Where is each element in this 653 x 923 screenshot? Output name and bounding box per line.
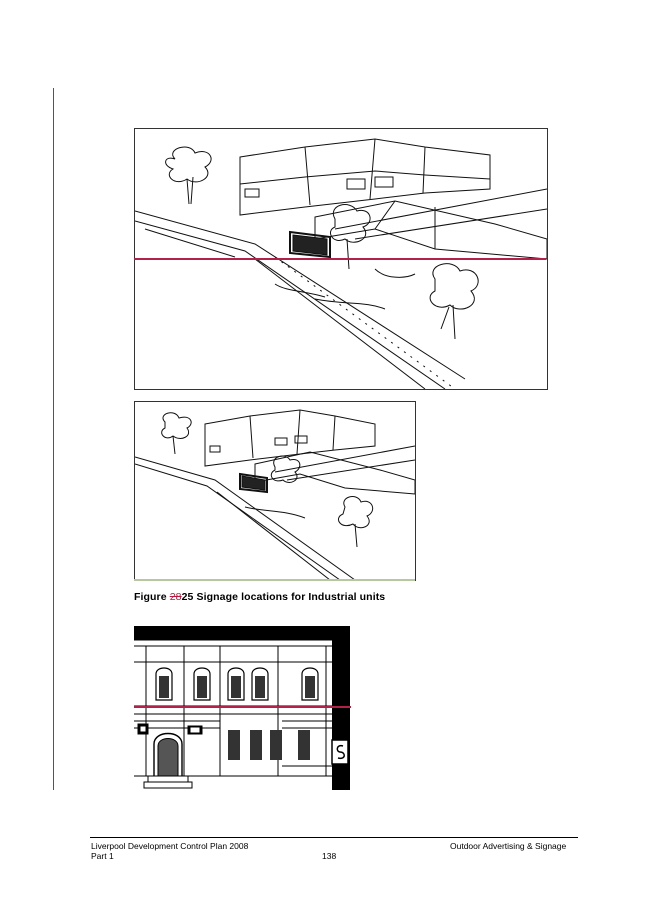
margin-rule: [53, 88, 54, 790]
tracking-line-1: [134, 258, 546, 260]
industrial-units-sketch-small: [134, 401, 416, 581]
page-number: 138: [322, 851, 337, 861]
figure-caption: Figure 2825 Signage locations for Indust…: [134, 591, 385, 603]
heritage-facade-sketch: [134, 626, 350, 790]
footer-doc-title: Liverpool Development Control Plan 2008: [91, 841, 249, 851]
footer-left: Liverpool Development Control Plan 2008 …: [91, 841, 248, 861]
caption-rule: [134, 579, 415, 581]
figure-number: 25: [181, 591, 194, 603]
tracking-line-2: [134, 706, 351, 708]
figure-number-deleted: 28: [169, 591, 182, 603]
figure-title: Signage locations for Industrial units: [193, 591, 386, 603]
figure-label: Figure: [134, 591, 167, 603]
footer-section: Outdoor Advertising & Signage: [450, 841, 567, 851]
footer-part: Part 1: [91, 851, 114, 861]
footer-rule: [90, 837, 578, 838]
